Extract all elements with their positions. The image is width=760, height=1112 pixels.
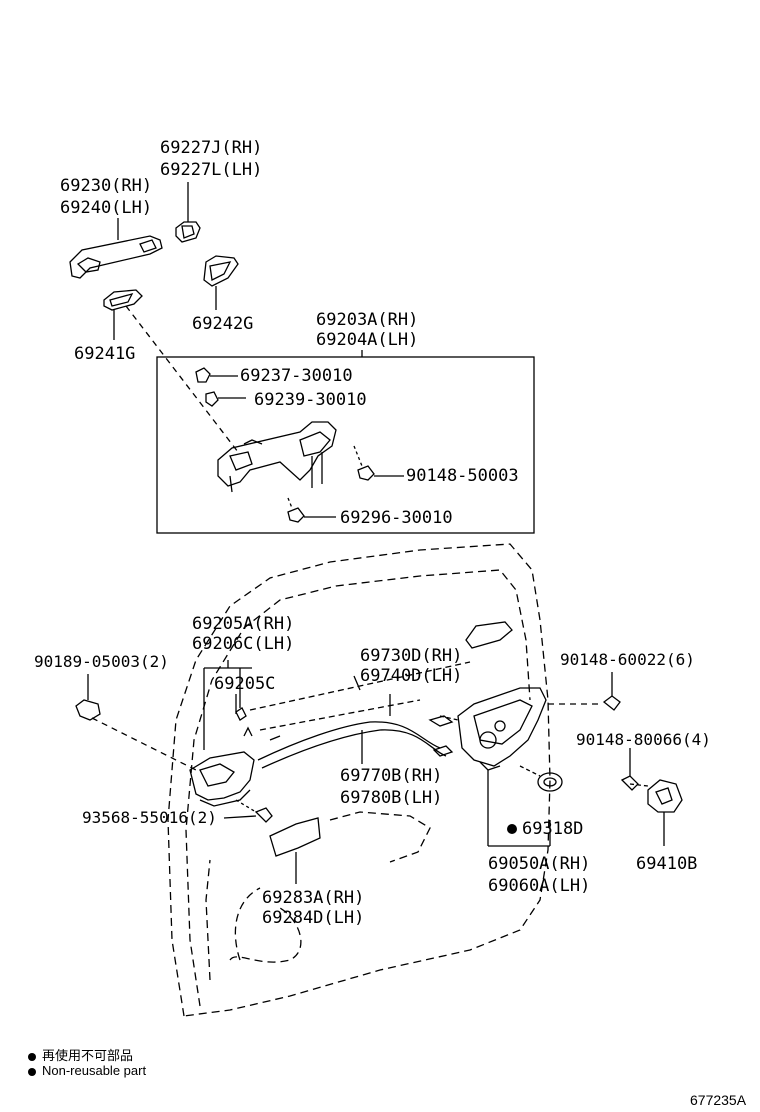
label-69283A: 69283A(RH) <box>262 888 365 908</box>
label-69318D: 69318D <box>522 819 584 839</box>
label-90189: 90189-05003(2) <box>34 652 169 671</box>
label-69284D: 69284D(LH) <box>262 908 365 928</box>
diagram-id: 677235A <box>690 1092 747 1108</box>
label-69205A: 69205A(RH) <box>192 614 295 634</box>
bullet-icon <box>28 1067 36 1076</box>
handle-pad-lower-drawing <box>103 289 143 311</box>
label-69237: 69237-30010 <box>240 366 353 386</box>
label-69239: 69239-30010 <box>254 390 367 410</box>
label-90148-50003: 90148-50003 <box>406 466 519 486</box>
label-69230: 69230(RH) <box>60 176 153 196</box>
label-90148-80066: 90148-80066(4) <box>576 730 711 749</box>
striker-drawing <box>647 779 683 813</box>
label-69060A: 69060A(LH) <box>488 876 591 896</box>
label-69227J: 69227J(RH) <box>160 138 263 158</box>
label-90148-60022: 90148-60022(6) <box>560 650 695 669</box>
label-69227L: 69227L(LH) <box>160 160 263 180</box>
label-69770B: 69770B(RH) <box>340 766 443 786</box>
handle-frame-box <box>156 356 535 534</box>
label-69050A: 69050A(RH) <box>488 854 591 874</box>
handle-pad-drawing <box>203 255 239 287</box>
legend-jp: 再使用不可部品 <box>28 1045 133 1064</box>
label-69241G: 69241G <box>74 344 136 364</box>
legend-jp-text: 再使用不可部品 <box>42 1048 134 1063</box>
bullet-icon <box>28 1052 36 1061</box>
label-69296: 69296-30010 <box>340 508 453 528</box>
label-69204A: 69204A(LH) <box>316 330 419 350</box>
label-69240: 69240(LH) <box>60 198 153 218</box>
handle-bracket-drawing <box>217 421 337 493</box>
label-69730D: 69730D(RH) <box>360 646 463 666</box>
legend-en: Non-reusable part <box>28 1063 146 1078</box>
handle-cap-drawing <box>175 221 201 243</box>
outside-handle-drawing <box>69 235 163 279</box>
door-lock-drawing <box>457 687 547 771</box>
label-93568: 93568-55016(2) <box>82 808 217 827</box>
inside-handle-drawing <box>189 726 255 807</box>
legend-en-text: Non-reusable part <box>42 1063 147 1078</box>
label-69410B: 69410B <box>636 854 698 874</box>
label-69203A: 69203A(RH) <box>316 310 419 330</box>
label-69205C: 69205C <box>214 674 276 694</box>
label-69242G: 69242G <box>192 314 254 334</box>
lock-seal-drawing <box>537 772 563 792</box>
door-outline <box>167 543 551 1017</box>
door-pad-drawing <box>269 817 321 857</box>
label-69206C: 69206C(LH) <box>192 634 295 654</box>
label-69780B: 69780B(LH) <box>340 788 443 808</box>
label-69740D: 69740D(LH) <box>360 666 463 686</box>
